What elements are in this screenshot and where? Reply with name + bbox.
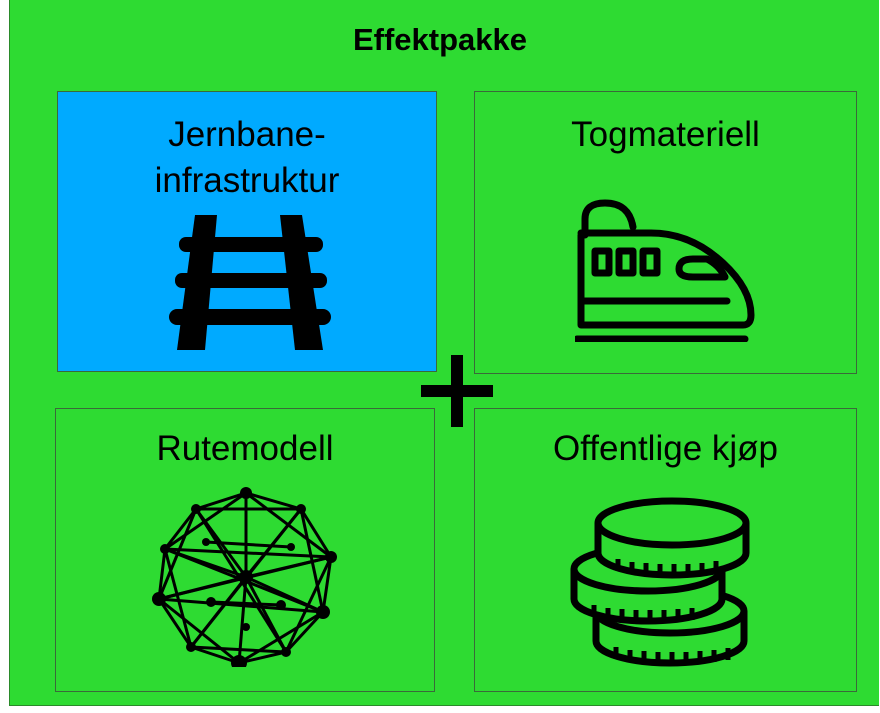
plus-icon <box>421 355 493 427</box>
box-infrastructure: Jernbane- infrastruktur <box>57 91 437 372</box>
diagram-title: Effektpakke <box>352 22 528 57</box>
railway-track-icon <box>169 215 331 350</box>
infrastructure-label-line1: Jernbane- <box>168 115 326 154</box>
box-route-model: Rutemodell <box>55 408 435 692</box>
box-public-purchase: Offentlige kjøp <box>474 408 857 692</box>
coins-icon <box>570 497 750 667</box>
box-rolling-stock: Togmateriell <box>474 91 857 374</box>
network-icon <box>152 487 337 667</box>
public-purchase-label: Offentlige kjøp <box>552 429 779 468</box>
infrastructure-label-line2: infrastruktur <box>154 161 340 200</box>
train-icon <box>575 199 755 342</box>
route-model-label: Rutemodell <box>156 429 334 468</box>
rolling-stock-label: Togmateriell <box>571 115 760 154</box>
